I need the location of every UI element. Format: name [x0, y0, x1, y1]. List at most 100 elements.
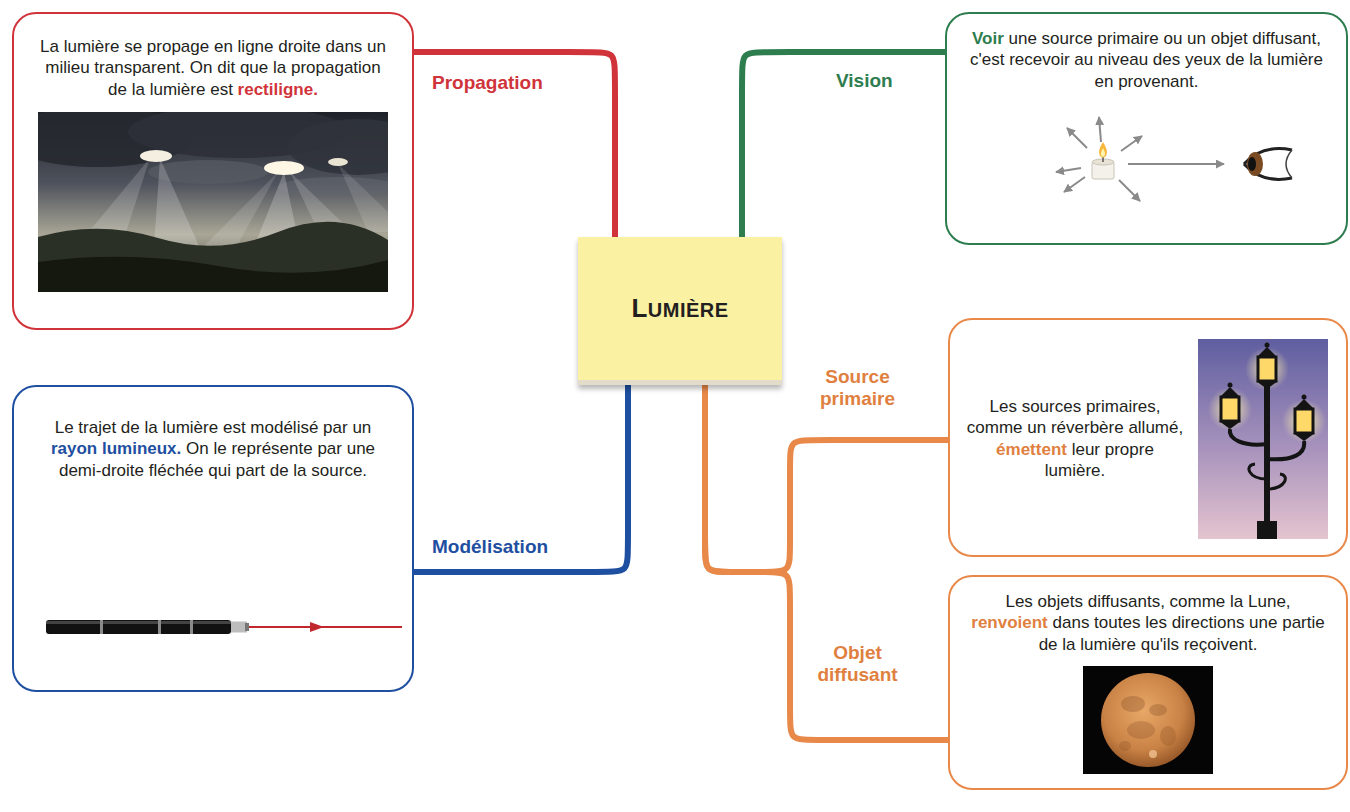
word: que [240, 58, 273, 77]
illustration-part [1127, 721, 1155, 739]
word: propre [1105, 440, 1154, 459]
word: diffusants, [1088, 592, 1170, 611]
illustration-part [1101, 673, 1195, 767]
box-row: Les sources primaires, comme un réverbèr… [950, 320, 1346, 555]
propagation-box: La lumière se propage en ligne droite da… [12, 12, 414, 330]
word: de [108, 80, 132, 99]
illustration-part [1121, 136, 1142, 151]
word: source [1042, 29, 1098, 48]
word: de [1226, 50, 1250, 69]
word: lumière [150, 80, 210, 99]
word: les [1145, 613, 1171, 632]
illustration-part [1267, 474, 1285, 489]
illustration-part [1056, 117, 1224, 201]
branch-label: Source primaire [800, 366, 915, 410]
illustration-part [38, 221, 388, 291]
illustration-part [1282, 399, 1326, 443]
word: dit [217, 58, 240, 77]
word: recevoir [1009, 50, 1074, 69]
illustration-part [1064, 177, 1085, 192]
model-box: Le trajet de la lumière est modélisé par… [12, 385, 414, 692]
word: la [273, 58, 291, 77]
illustration-part [1121, 696, 1145, 712]
word: représente [231, 439, 317, 458]
central-title: LUMIÈRE [631, 292, 728, 325]
illustration-part [1258, 357, 1276, 381]
word: objet [1211, 29, 1253, 48]
body-text: Les objets diffusants, comme la Lune, re… [950, 577, 1346, 655]
illustration-part [338, 164, 388, 232]
branch-connector [414, 52, 615, 237]
vision-sketch [962, 106, 1332, 211]
word: qu'ils [1141, 635, 1184, 654]
illustration-part [190, 620, 193, 634]
word: lumière. [1045, 461, 1105, 480]
word: ligne [238, 37, 279, 56]
word: reçoivent. [1184, 635, 1258, 654]
illustration-part [1267, 441, 1304, 459]
word: la [293, 461, 311, 480]
word: niveau [1098, 50, 1153, 69]
word: propage [147, 37, 214, 56]
illustration-part [1056, 168, 1081, 172]
illustration-part [140, 150, 172, 162]
illustration-part [249, 626, 402, 628]
word: transparent. [94, 58, 189, 77]
street-lamp-photo [1198, 339, 1328, 539]
branch-label: Objet diffusant [800, 642, 915, 686]
word: lumière [1267, 50, 1323, 69]
word: des [1153, 50, 1185, 69]
illustration-part [1265, 342, 1270, 347]
word: la [1249, 50, 1267, 69]
central-note: LUMIÈRE [578, 237, 782, 385]
word: dans [1053, 613, 1095, 632]
branch-connector [705, 385, 948, 740]
illustration-part [1245, 347, 1289, 391]
illustration-part [1149, 750, 1157, 758]
illustration-part [1083, 666, 1213, 774]
word: lumineux. [102, 439, 186, 458]
body-text: La lumière se propage en ligne droite da… [14, 14, 412, 100]
word: une [347, 439, 375, 458]
word: ou [1163, 29, 1187, 48]
word: fléchée [149, 461, 209, 480]
word: lumière [162, 418, 222, 437]
illustration-part [1256, 381, 1278, 389]
word: part [236, 461, 270, 480]
laser-pointer [40, 612, 410, 642]
illustration-part [310, 622, 324, 632]
word: Les [989, 397, 1021, 416]
word: qui [208, 461, 235, 480]
word: est [223, 418, 250, 437]
illustration-part [1221, 397, 1239, 421]
branch-label: Vision [836, 70, 893, 92]
word: un [1027, 418, 1051, 437]
word: un [367, 37, 386, 56]
word: LUMIÈRE [631, 299, 728, 321]
illustration-part [100, 620, 103, 634]
illustration-part [1247, 152, 1263, 176]
illustration-part [1128, 163, 1224, 165]
word: milieu [45, 58, 94, 77]
illustration-part [1264, 384, 1270, 539]
word: de [1039, 635, 1063, 654]
word: primaire [1097, 29, 1163, 48]
word: émettent [996, 440, 1072, 459]
word: comme [1170, 592, 1230, 611]
object-box: Les objets diffusants, comme la Lune, re… [948, 575, 1348, 790]
sky-photo [38, 112, 388, 292]
word: la [144, 418, 162, 437]
word: modélisé [250, 418, 323, 437]
word: Les [1005, 592, 1037, 611]
illustration-part [1257, 521, 1277, 539]
illustration-part [1198, 339, 1328, 539]
illustration-part [1149, 704, 1167, 716]
illustration-part [1119, 180, 1140, 201]
illustration-part [1230, 429, 1267, 445]
word: rayon [51, 439, 102, 458]
word: la [132, 80, 150, 99]
word: au [1074, 50, 1098, 69]
word: la [1062, 635, 1080, 654]
word: par [323, 418, 352, 437]
